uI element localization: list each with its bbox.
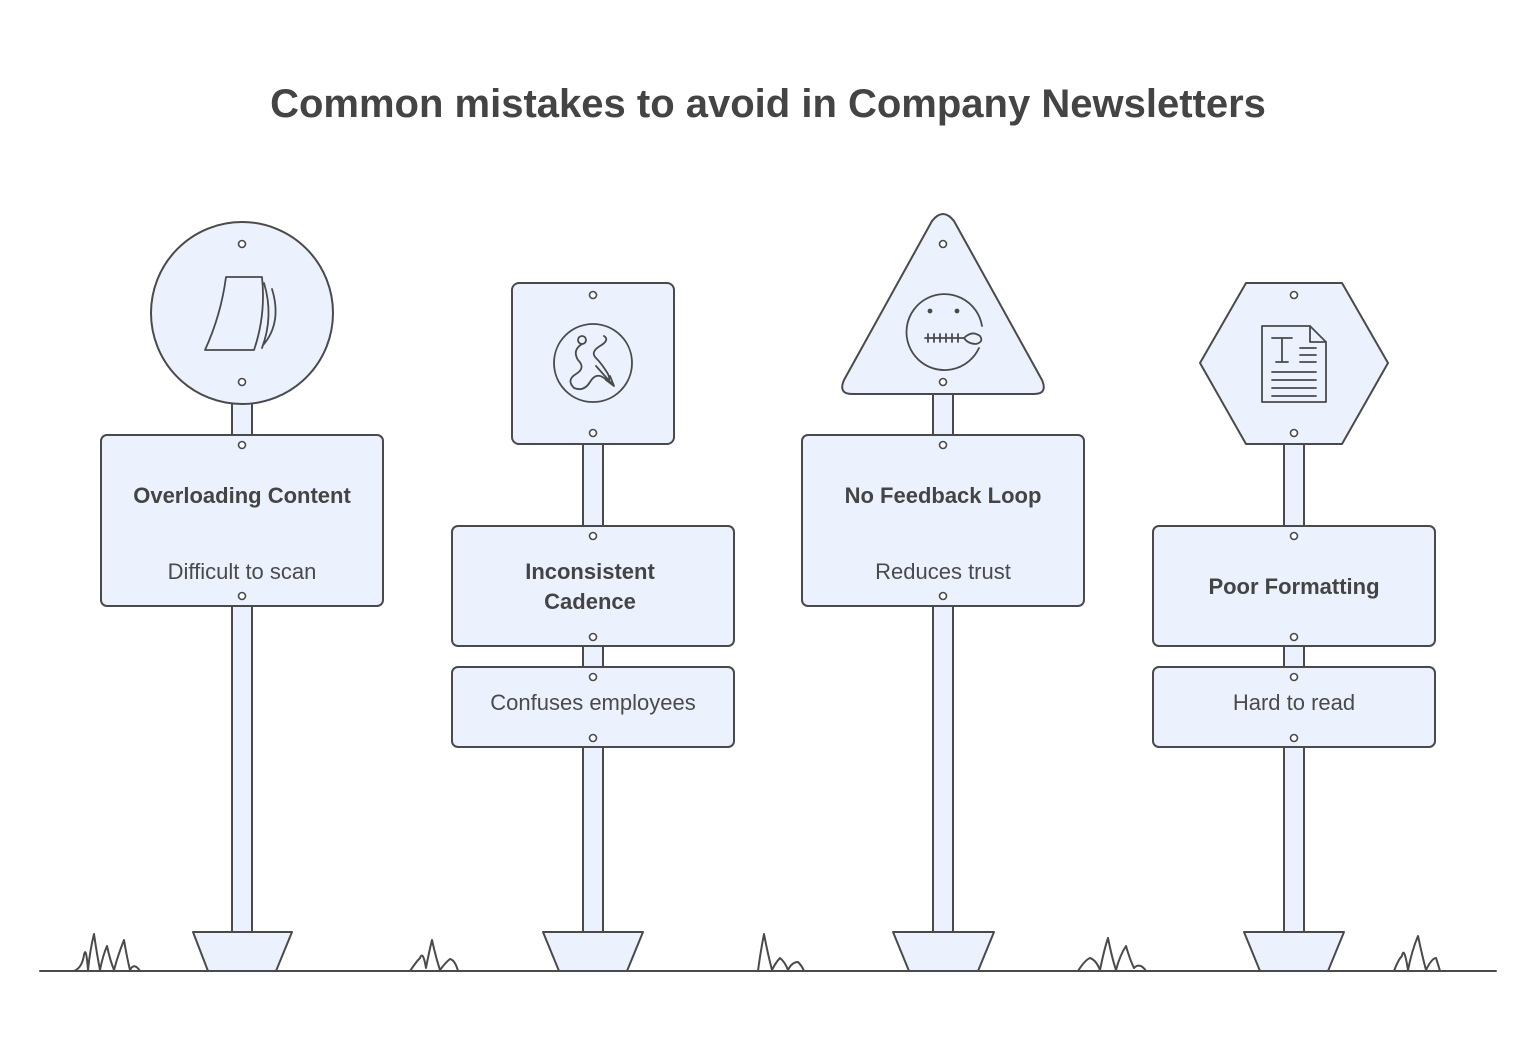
sign-head-square xyxy=(511,282,675,445)
zipped-mouth-face-icon xyxy=(905,293,983,371)
ground xyxy=(39,933,1497,972)
sign-base xyxy=(542,931,644,972)
grass-tuft xyxy=(73,933,141,972)
sign-description: Reduces trust xyxy=(875,559,1011,584)
sign-description: Difficult to scan xyxy=(168,559,317,584)
sign-base xyxy=(192,931,293,972)
label-board xyxy=(1152,525,1436,647)
sign-base xyxy=(892,931,995,972)
sign-no-feedback-loop: No Feedback Loop Reduces trust xyxy=(801,213,1085,972)
sign-head-hexagon xyxy=(1199,282,1389,445)
description-board xyxy=(1152,666,1436,748)
sign-head-triangle xyxy=(841,213,1045,395)
grass-tuft xyxy=(1393,935,1441,972)
description-board xyxy=(451,666,735,748)
grass-tuft xyxy=(1077,937,1147,972)
chaos-path-icon xyxy=(553,323,633,403)
sign-head-circle xyxy=(150,221,334,405)
sign-description: Confuses employees xyxy=(490,690,695,715)
sign-label: Overloading Content xyxy=(133,483,351,508)
sign-label: No Feedback Loop xyxy=(845,483,1042,508)
label-board xyxy=(100,434,384,607)
page-title: Common mistakes to avoid in Company News… xyxy=(270,82,1266,126)
grass-tuft xyxy=(757,933,805,972)
sign-base xyxy=(1243,931,1345,972)
sign-overloading-content: Overloading Content Difficult to scan xyxy=(100,221,384,972)
sign-description: Hard to read xyxy=(1233,690,1355,715)
label-board xyxy=(801,434,1085,607)
sign-poor-formatting: Poor Formatting Hard to read xyxy=(1152,282,1436,972)
sign-label: Poor Formatting xyxy=(1208,574,1379,599)
grass-tuft xyxy=(409,939,459,972)
text-document-icon xyxy=(1261,325,1327,403)
papers-icon xyxy=(204,276,277,351)
label-board xyxy=(451,525,735,647)
